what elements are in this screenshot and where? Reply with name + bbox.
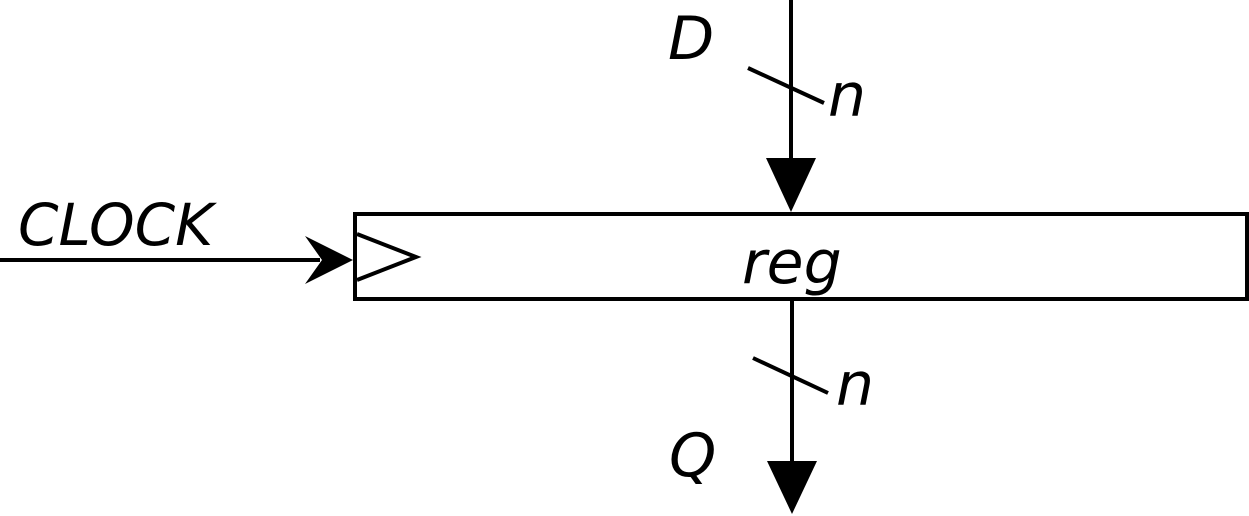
data-in-label: D (668, 4, 714, 74)
output-width-label: n (836, 350, 874, 420)
register-box (353, 212, 1249, 301)
arrow-down-icon (767, 461, 817, 514)
input-width-label: n (828, 61, 866, 131)
data-out-label: Q (669, 421, 716, 491)
arrow-right-icon (305, 236, 353, 284)
output-bus-slash (752, 356, 829, 395)
register-label: reg (742, 228, 842, 298)
input-bus-slash (747, 66, 825, 105)
clock-triangle-icon (356, 232, 422, 282)
clock-label: CLOCK (18, 191, 217, 259)
arrow-down-icon (766, 158, 816, 212)
